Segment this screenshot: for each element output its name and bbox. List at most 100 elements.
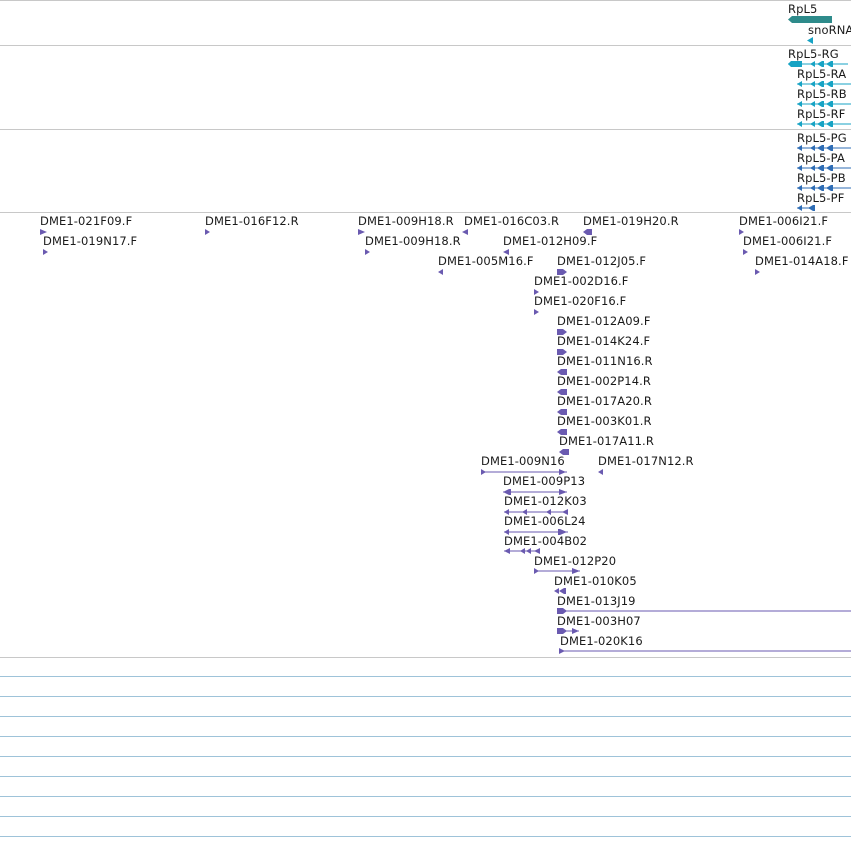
clone-label[interactable]: DME1-012J05.F <box>557 254 647 268</box>
clone-glyph[interactable] <box>438 268 448 276</box>
clone-glyph[interactable] <box>503 248 513 256</box>
clone-label[interactable]: DME1-009H18.R <box>365 234 461 248</box>
transcript-glyph[interactable] <box>797 204 821 212</box>
clone-glyph[interactable] <box>462 228 472 236</box>
transcript-label[interactable]: RpL5-RG <box>788 47 839 61</box>
clone-pair-glyph[interactable] <box>559 647 851 655</box>
clone-label[interactable]: DME1-006I21.F <box>743 234 833 248</box>
clone-label[interactable]: DME1-016F12.R <box>205 214 299 228</box>
clone-label[interactable]: DME1-021F09.F <box>40 214 133 228</box>
transcript-glyph[interactable] <box>797 164 851 172</box>
clone-label[interactable]: DME1-012H09.F <box>503 234 598 248</box>
clone-label[interactable]: DME1-020K16 <box>560 634 643 648</box>
clone-glyph[interactable] <box>557 348 569 356</box>
clone-label[interactable]: DME1-009H18.R <box>358 214 454 228</box>
clone-glyph[interactable] <box>557 408 569 416</box>
clone-label[interactable]: DME1-004B02 <box>504 534 588 548</box>
transcript-label[interactable]: RpL5-PF <box>797 191 845 205</box>
transcript-glyph[interactable] <box>797 80 851 88</box>
clone-label[interactable]: DME1-011N16.R <box>557 354 653 368</box>
clone-label[interactable]: DME1-006L24 <box>504 514 586 528</box>
clone-label[interactable]: DME1-017A11.R <box>559 434 654 448</box>
clone-glyph[interactable] <box>755 268 765 276</box>
clone-pair-glyph[interactable] <box>481 468 571 476</box>
gene-glyph-snorna[interactable] <box>807 37 815 44</box>
clone-pair-glyph[interactable] <box>557 627 583 635</box>
clone-label[interactable]: DME1-016C03.R <box>464 214 560 228</box>
clone-glyph[interactable] <box>743 248 753 256</box>
clone-pair-glyph[interactable] <box>504 508 570 516</box>
clone-label[interactable]: DME1-017N12.R <box>598 454 694 468</box>
track-separator <box>0 0 851 1</box>
clone-glyph[interactable] <box>534 308 544 316</box>
empty-track-line <box>0 696 851 697</box>
transcript-glyph[interactable] <box>797 184 851 192</box>
clone-label[interactable]: DME1-017A20.R <box>557 394 652 408</box>
transcript-label[interactable]: RpL5-PG <box>797 131 847 145</box>
clone-pair-glyph[interactable] <box>504 547 544 555</box>
clone-pair-glyph[interactable] <box>504 528 570 536</box>
clone-label[interactable]: DME1-003H07 <box>557 614 641 628</box>
gene-label[interactable]: RpL5 <box>788 2 818 16</box>
transcript-glyph[interactable] <box>797 120 851 128</box>
clone-pair-glyph[interactable] <box>503 488 569 496</box>
empty-track-line <box>0 676 851 677</box>
gene-label[interactable]: snoRNA <box>808 23 851 37</box>
track-separator <box>0 45 851 46</box>
transcript-label[interactable]: RpL5-PA <box>797 151 845 165</box>
clone-label[interactable]: DME1-020F16.F <box>534 294 627 308</box>
clone-label[interactable]: DME1-012P20 <box>534 554 617 568</box>
empty-track-line <box>0 776 851 777</box>
clone-glyph[interactable] <box>557 388 569 396</box>
clone-glyph[interactable] <box>205 228 215 236</box>
clone-label[interactable]: DME1-012K03 <box>504 494 587 508</box>
clone-glyph[interactable] <box>554 587 568 595</box>
clone-glyph[interactable] <box>557 368 569 376</box>
clone-glyph[interactable] <box>557 268 569 276</box>
empty-track-line <box>0 796 851 797</box>
clone-glyph[interactable] <box>557 428 569 436</box>
clone-glyph[interactable] <box>559 448 571 456</box>
track-separator <box>0 212 851 213</box>
clone-glyph[interactable] <box>739 228 749 236</box>
transcript-glyph[interactable] <box>797 100 851 108</box>
clone-label[interactable]: DME1-002P14.R <box>557 374 651 388</box>
clone-label[interactable]: DME1-005M16.F <box>438 254 534 268</box>
clone-label[interactable]: DME1-013J19 <box>557 594 636 608</box>
clone-glyph[interactable] <box>598 468 608 476</box>
transcript-label[interactable]: RpL5-RB <box>797 87 847 101</box>
clone-label[interactable]: DME1-014K24.F <box>557 334 651 348</box>
empty-track-line <box>0 736 851 737</box>
clone-glyph[interactable] <box>40 228 50 236</box>
empty-track-line <box>0 716 851 717</box>
clone-label[interactable]: DME1-014A18.F <box>755 254 849 268</box>
clone-glyph[interactable] <box>43 248 53 256</box>
clone-label[interactable]: DME1-006I21.F <box>739 214 829 228</box>
transcript-glyph[interactable] <box>797 144 851 152</box>
track-separator <box>0 129 851 130</box>
track-separator <box>0 657 851 658</box>
clone-pair-glyph[interactable] <box>534 567 584 575</box>
gene-glyph-rpl5[interactable] <box>788 15 833 24</box>
clone-glyph[interactable] <box>557 328 569 336</box>
transcript-label[interactable]: RpL5-RA <box>797 67 847 81</box>
clone-label[interactable]: DME1-019N17.F <box>43 234 138 248</box>
clone-glyph[interactable] <box>365 248 375 256</box>
clone-label[interactable]: DME1-009P13 <box>503 474 586 488</box>
clone-label[interactable]: DME1-012A09.F <box>557 314 651 328</box>
clone-label[interactable]: DME1-009N16 <box>481 454 565 468</box>
clone-glyph[interactable] <box>534 288 544 296</box>
transcript-label[interactable]: RpL5-PB <box>797 171 846 185</box>
transcript-glyph[interactable] <box>788 60 848 68</box>
clone-label[interactable]: DME1-010K05 <box>554 574 637 588</box>
empty-track-line <box>0 816 851 817</box>
clone-pair-glyph[interactable] <box>557 607 851 615</box>
clone-glyph[interactable] <box>583 228 595 236</box>
transcript-label[interactable]: RpL5-RF <box>797 107 846 121</box>
clone-label[interactable]: DME1-002D16.F <box>534 274 629 288</box>
empty-track-line <box>0 756 851 757</box>
clone-glyph[interactable] <box>358 228 368 236</box>
clone-label[interactable]: DME1-003K01.R <box>557 414 652 428</box>
clone-label[interactable]: DME1-019H20.R <box>583 214 679 228</box>
